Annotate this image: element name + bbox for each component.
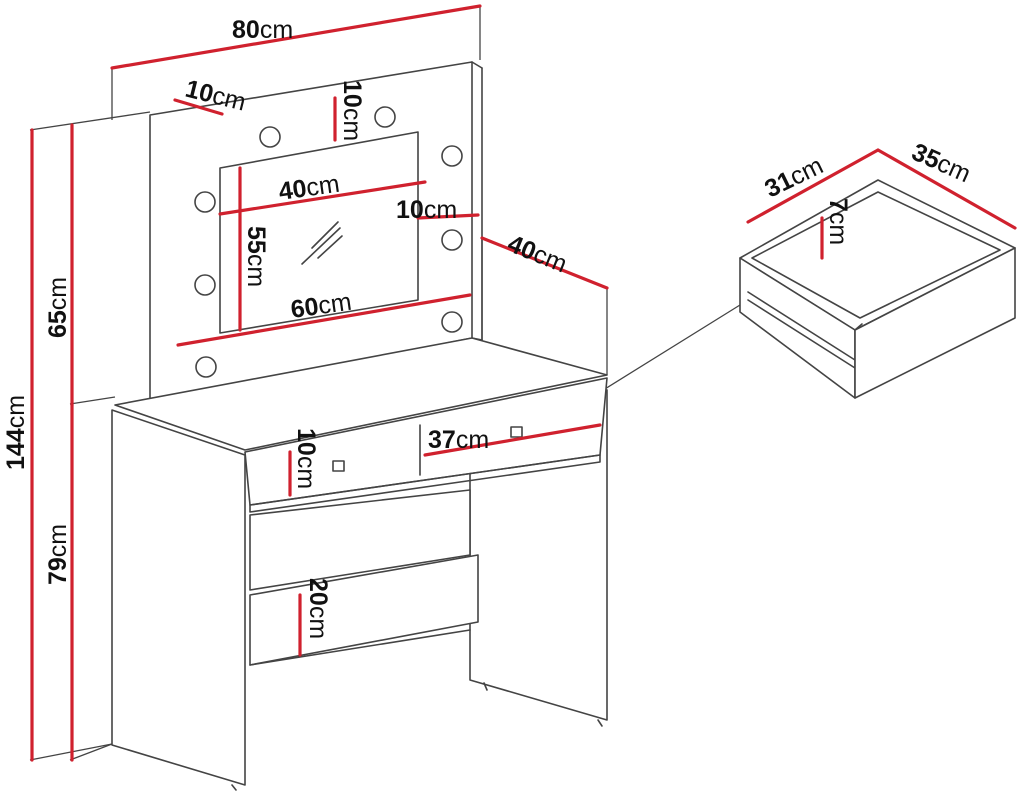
mirror-bulbs (194, 106, 463, 378)
label-mirror-frame-inner: 10cm (396, 196, 457, 224)
label-bottom-drawer-height: 20cm (304, 578, 332, 639)
label-total-width: 80cm (232, 16, 293, 44)
label-mirror-height: 65cm (44, 277, 72, 338)
label-mirror-frame-top: 10cm (338, 80, 366, 141)
bulb-icon (259, 126, 281, 148)
drawer-detail (739, 179, 1016, 399)
dimension-lines (30, 4, 1017, 762)
drawer-handle-icon (332, 460, 345, 472)
label-desk-height: 79cm (44, 524, 72, 585)
label-total-height: 144cm (2, 395, 30, 470)
bulb-icon (441, 145, 463, 167)
label-mirror-width: 60cm (289, 288, 353, 324)
label-top-drawer-width: 37cm (428, 426, 489, 454)
label-mirror-glass-height: 55cm (242, 226, 270, 287)
bulb-icon (195, 356, 217, 378)
label-desk-depth: 40cm (504, 230, 571, 279)
label-drawer-inner-depth: 35cm (908, 138, 975, 188)
bulb-icon (441, 311, 463, 333)
bulb-icon (194, 274, 216, 296)
bulb-icon (374, 106, 396, 128)
bulb-icon (194, 191, 216, 213)
label-drawer-inner-height: 7cm (824, 198, 852, 245)
bulb-icon (441, 229, 463, 251)
label-top-drawer-height: 10cm (292, 428, 320, 489)
label-mirror-glass-width: 40cm (277, 170, 341, 206)
drawer-handle-icon (510, 426, 523, 438)
desk (111, 337, 608, 791)
